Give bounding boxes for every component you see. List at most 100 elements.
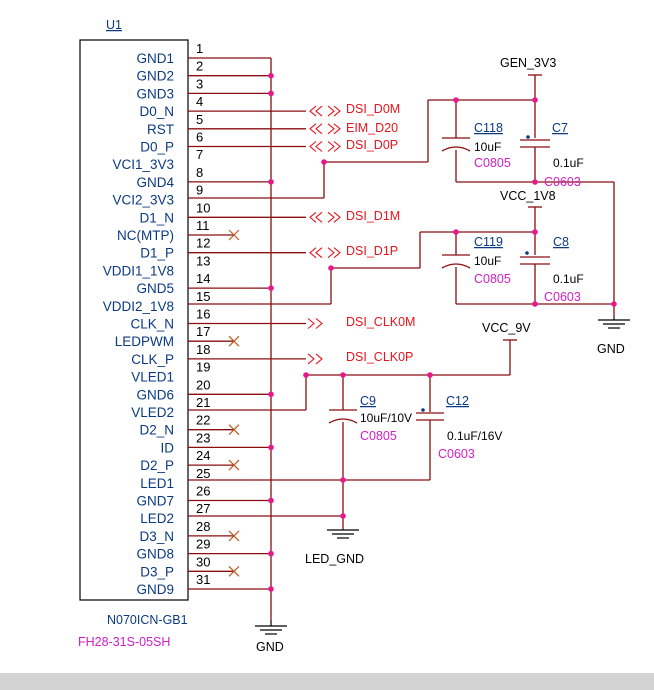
pin-name: VCI2_3V3 bbox=[112, 193, 174, 208]
c8-package: C0603 bbox=[544, 290, 581, 304]
pin-number: 25 bbox=[196, 466, 210, 481]
u1-pin-stubs bbox=[188, 57, 306, 590]
c118-package: C0805 bbox=[474, 156, 511, 170]
pin-number: 1 bbox=[196, 41, 203, 56]
no-connect-marks bbox=[228, 229, 240, 577]
c119-symbol[interactable] bbox=[441, 254, 471, 269]
u1-part-number: N070ICN-GB1 bbox=[107, 613, 188, 627]
net-flag-arrow bbox=[309, 247, 341, 259]
pin-number: 31 bbox=[196, 572, 210, 587]
vled-caps-network[interactable] bbox=[342, 375, 431, 530]
pin-name: GND3 bbox=[136, 86, 174, 101]
gnd-right-symbol[interactable] bbox=[598, 318, 630, 329]
pin-name: GND7 bbox=[136, 494, 174, 509]
pin-name: D1_N bbox=[139, 210, 174, 225]
pin-number: 4 bbox=[196, 94, 203, 109]
net-label-dsi-d0m[interactable]: DSI_D0M bbox=[346, 102, 400, 116]
net-label-dsi-d1p[interactable]: DSI_D1P bbox=[346, 244, 398, 258]
pin-name: VDDI1_1V8 bbox=[103, 263, 174, 278]
c8-ref: C8 bbox=[553, 235, 569, 249]
pin-name: CLK_P bbox=[131, 352, 174, 367]
net-flag-arrow bbox=[309, 211, 341, 223]
pin-number: 26 bbox=[196, 484, 210, 499]
schematic-canvas: U1 GND1GND2GND3D0_NRSTD0_PVCI1_3V3GND4VC… bbox=[78, 18, 630, 654]
pin-name: GND5 bbox=[136, 281, 174, 296]
pin-name: LED2 bbox=[140, 511, 174, 526]
pin-number: 29 bbox=[196, 537, 210, 552]
c7-ref: C7 bbox=[552, 121, 568, 135]
pin-number: 17 bbox=[196, 324, 210, 339]
c7-symbol[interactable] bbox=[520, 135, 550, 148]
led-gnd-symbol[interactable] bbox=[327, 529, 359, 539]
junction-dot bbox=[453, 97, 459, 103]
net-flag-arrow bbox=[309, 141, 341, 152]
c12-symbol[interactable] bbox=[416, 408, 444, 421]
net-flag-arrows bbox=[307, 105, 341, 365]
pin-name: VLED2 bbox=[131, 405, 174, 420]
net-label-dsi-d0p[interactable]: DSI_D0P bbox=[346, 138, 398, 152]
pin-name: GND6 bbox=[136, 387, 174, 402]
pin-name: VDDI2_1V8 bbox=[103, 299, 174, 314]
c12-ref: C12 bbox=[446, 394, 469, 408]
junction-dot bbox=[611, 301, 617, 307]
vci-3v3-wire[interactable] bbox=[188, 99, 535, 199]
pin-name: D2_N bbox=[139, 423, 174, 438]
net-label-eim-d20[interactable]: EIM_D20 bbox=[346, 121, 398, 135]
power-label-led-gnd: LED_GND bbox=[305, 552, 364, 566]
pin-name: D0_N bbox=[139, 104, 174, 119]
led-return-wire[interactable] bbox=[188, 479, 430, 517]
u1-connector: FH28-31S-05SH bbox=[78, 635, 170, 649]
vddi-1v8-wire[interactable] bbox=[188, 231, 535, 305]
pin-number: 5 bbox=[196, 112, 203, 127]
pin-number: 18 bbox=[196, 342, 210, 357]
junction-dot bbox=[427, 372, 433, 378]
pin-number: 10 bbox=[196, 200, 210, 215]
junction-dot bbox=[340, 477, 346, 483]
power-label-gnd-right: GND bbox=[597, 342, 625, 356]
junction-dot bbox=[532, 179, 538, 185]
junction-dots bbox=[268, 72, 617, 592]
pin-number: 14 bbox=[196, 271, 210, 286]
net-flag-arrow bbox=[309, 105, 341, 117]
net-label-dsi-d1m[interactable]: DSI_D1M bbox=[346, 209, 400, 223]
net-label-dsi-clk0p[interactable]: DSI_CLK0P bbox=[346, 350, 413, 364]
pin-name: GND8 bbox=[136, 547, 174, 562]
pin-number: 22 bbox=[196, 413, 210, 428]
net-label-dsi-clk0m[interactable]: DSI_CLK0M bbox=[346, 315, 415, 329]
junction-dot bbox=[321, 159, 327, 165]
c12-package: C0603 bbox=[438, 447, 475, 461]
c118-symbol[interactable] bbox=[441, 137, 471, 152]
pin-name: D3_N bbox=[139, 529, 174, 544]
pin-number: 23 bbox=[196, 430, 210, 445]
pin-name: CLK_N bbox=[130, 317, 174, 332]
c9-symbol[interactable] bbox=[328, 409, 358, 424]
c7-value: 0.1uF bbox=[553, 156, 584, 170]
ground-bus[interactable] bbox=[255, 58, 287, 635]
u1-body[interactable] bbox=[79, 39, 189, 601]
c8-symbol[interactable] bbox=[520, 251, 550, 265]
pin-number: 20 bbox=[196, 377, 210, 392]
junction-dot bbox=[340, 513, 346, 519]
vled-wire[interactable] bbox=[188, 339, 517, 411]
junction-dot bbox=[268, 444, 274, 451]
c9-value: 10uF/10V bbox=[360, 411, 412, 425]
pin-number: 9 bbox=[196, 183, 203, 198]
pin-number: 28 bbox=[196, 519, 210, 534]
pin-number: 15 bbox=[196, 289, 210, 304]
junction-dot bbox=[268, 391, 274, 398]
pin-name: ID bbox=[161, 440, 175, 455]
pin-number: 30 bbox=[196, 554, 210, 569]
junction-dot bbox=[268, 497, 274, 504]
pin-number: 8 bbox=[196, 165, 203, 180]
bottom-scrollbar[interactable] bbox=[0, 673, 654, 690]
net-flag-arrow bbox=[307, 353, 323, 365]
pin-number: 13 bbox=[196, 253, 210, 268]
no-connect-x-icon bbox=[228, 530, 240, 542]
net-flag-arrow bbox=[307, 318, 323, 329]
junction-dot bbox=[532, 301, 538, 307]
net-flag-arrow bbox=[309, 123, 341, 135]
no-connect-x-icon bbox=[228, 424, 240, 436]
junction-dot bbox=[268, 550, 274, 557]
u1-pin-numbers: 1234567891011121314151617181920212223242… bbox=[196, 41, 210, 587]
no-connect-x-icon bbox=[228, 229, 240, 241]
